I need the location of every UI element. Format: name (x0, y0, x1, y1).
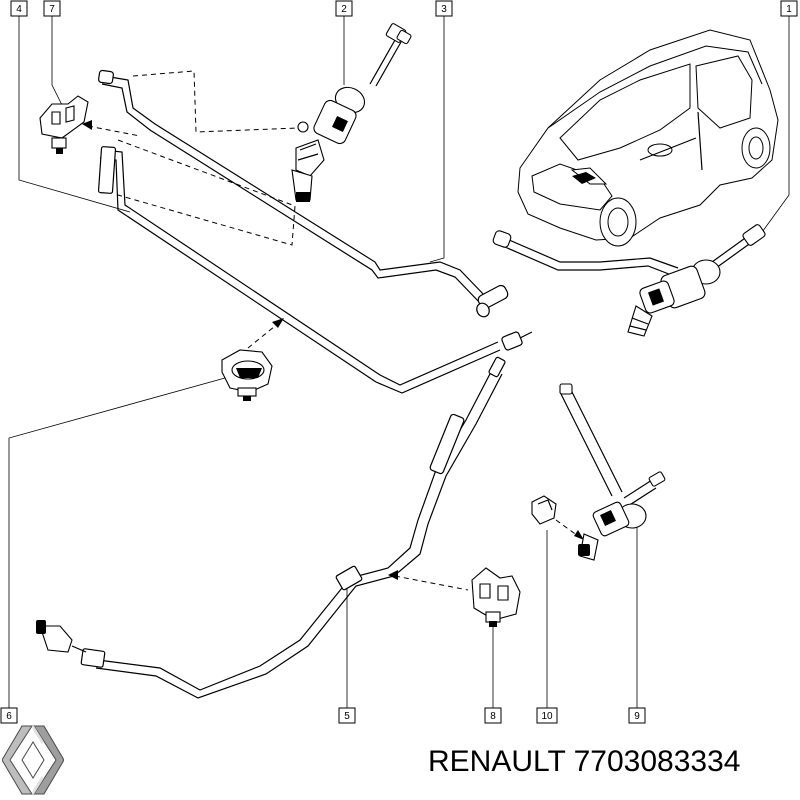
leader-4 (18, 16, 131, 213)
brand-name: RENAULT (428, 745, 566, 778)
svg-text:2: 2 (341, 4, 347, 15)
guide-clip-10 (555, 519, 579, 537)
svg-text:3: 3 (441, 4, 447, 15)
master-cylinder-2 (291, 23, 412, 202)
callout-5: 5 (338, 707, 356, 724)
svg-text:9: 9 (634, 711, 640, 722)
svg-text:4: 4 (16, 4, 22, 15)
pipe-clip-8 (471, 567, 521, 627)
callout-2: 2 (335, 0, 353, 17)
leader-7 (51, 16, 63, 106)
assembly-arrowheads (82, 120, 584, 580)
pipe-clip-6 (221, 349, 273, 401)
renault-logo-icon (2, 725, 64, 795)
guide-clip-7 (87, 125, 141, 137)
svg-text:10: 10 (541, 711, 553, 722)
guide-clip-6 (247, 321, 281, 349)
arrow-clip-6 (272, 318, 284, 328)
arrow-clip-8 (388, 570, 398, 580)
guide-lower-pipe-box (117, 139, 296, 246)
guide-top-pipe-to-cylinder (132, 70, 299, 133)
svg-text:7: 7 (49, 4, 55, 15)
arrow-clip-7 (82, 120, 92, 130)
slave-cylinder-9 (559, 383, 666, 561)
arrow-clip-10 (574, 530, 584, 540)
clutch-hose-5 (36, 356, 506, 699)
part-number: 7703083334 (573, 745, 741, 778)
callout-10: 10 (536, 707, 558, 724)
leader-3 (429, 16, 445, 263)
leader-lines (8, 16, 790, 708)
lower-hydraulic-pipe (97, 146, 533, 394)
callout-8: 8 (484, 707, 502, 724)
brand-part-label: RENAULT 7703083334 (428, 742, 740, 782)
upper-hydraulic-pipe (98, 69, 509, 318)
vehicle-illustration (517, 29, 779, 247)
callout-6: 6 (0, 707, 18, 724)
pipe-clip-7 (39, 95, 89, 154)
svg-text:5: 5 (344, 711, 350, 722)
callout-9: 9 (628, 707, 646, 724)
assembly-guides (87, 70, 579, 591)
callout-7: 7 (43, 0, 61, 17)
guide-clip-8 (394, 575, 469, 591)
spring-clip-10 (531, 495, 557, 525)
svg-text:1: 1 (786, 4, 792, 15)
callout-4: 4 (10, 0, 28, 17)
callout-1: 1 (780, 0, 798, 17)
callout-3: 3 (435, 0, 453, 17)
master-cylinder-assembly-1 (492, 224, 766, 337)
svg-text:6: 6 (6, 711, 12, 722)
leader-1 (759, 16, 790, 236)
svg-text:8: 8 (490, 711, 496, 722)
leader-6 (8, 377, 226, 708)
